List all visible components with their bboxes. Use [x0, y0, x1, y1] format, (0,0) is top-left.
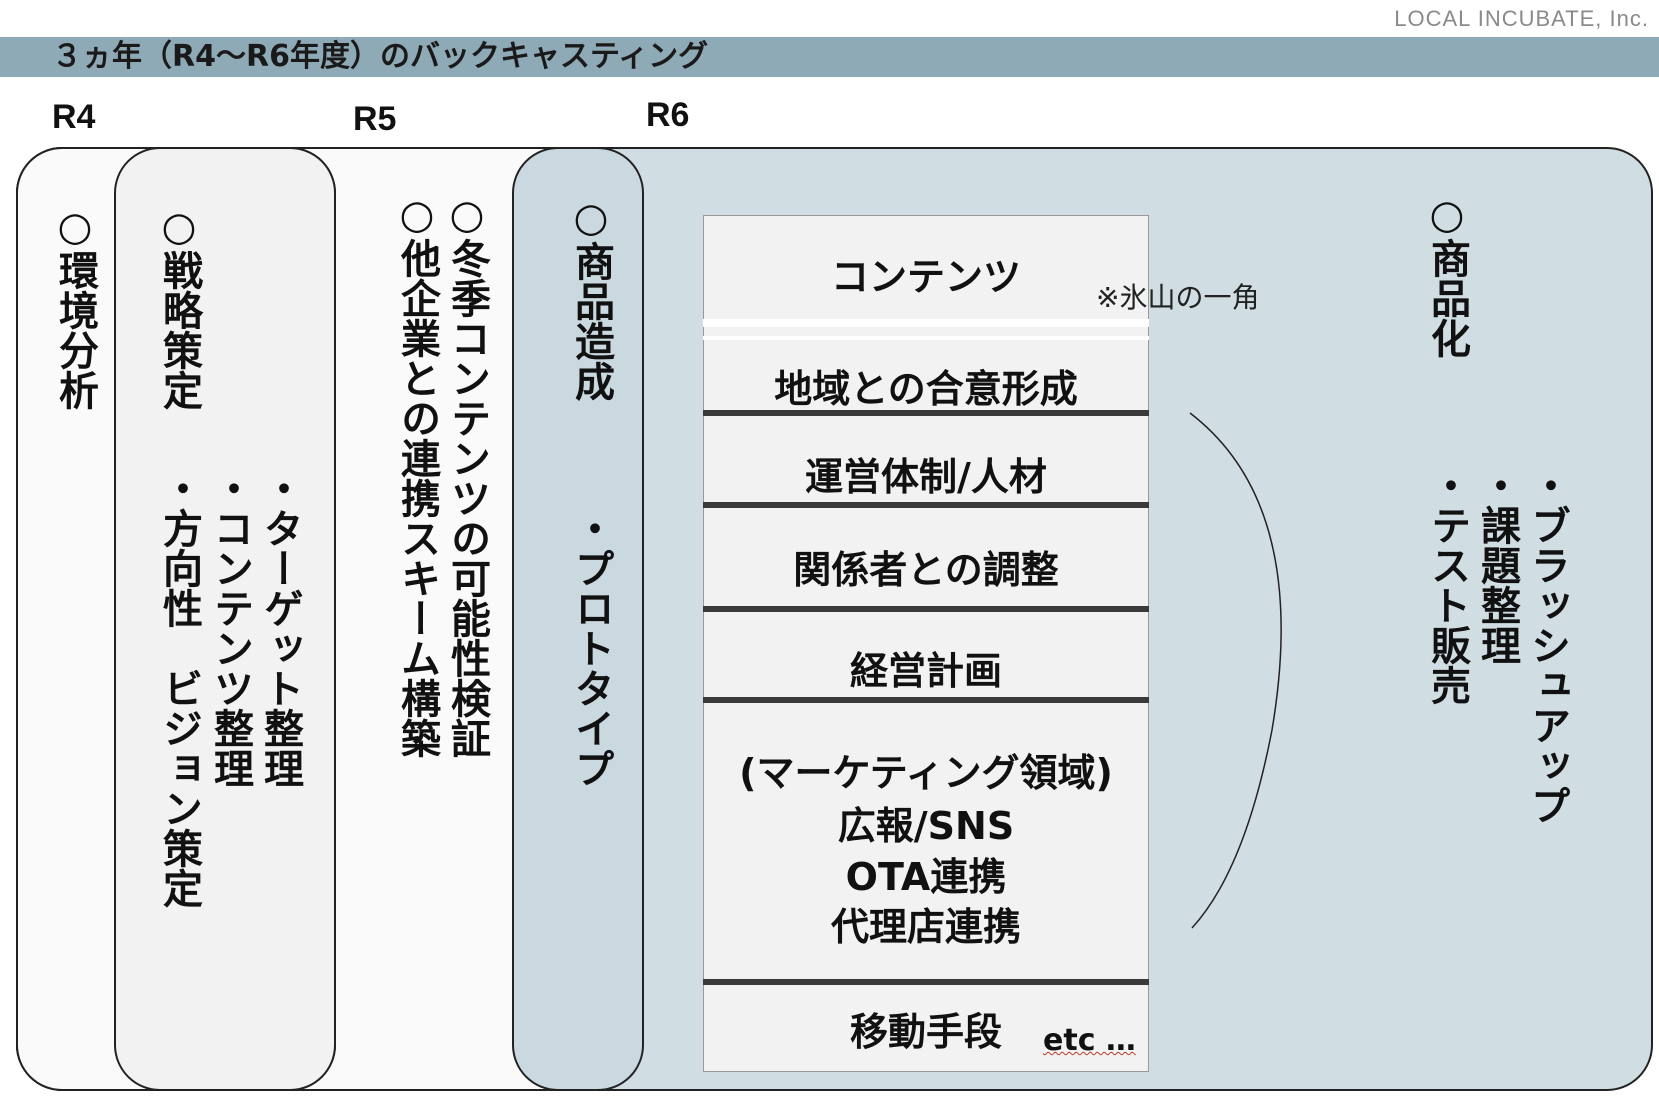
brand-logo: LOCAL INCUBATE, Inc. [1394, 6, 1649, 31]
stack-divider [703, 606, 1149, 612]
stack-item-marketing: (マーケティング領域) [739, 751, 1113, 795]
stack-gap-line [703, 336, 1149, 340]
content-org-text: ・コンテンツ整理 [207, 468, 253, 788]
commercialization-text: ○商品化 [1424, 192, 1470, 358]
stack-item-pr-sns: 広報/SNS [837, 804, 1015, 848]
target-text: ・ターゲット整理 [257, 468, 303, 788]
strategy-text: ○戦略策定 [156, 204, 202, 410]
product-creation-text: ○商品造成 [568, 195, 614, 401]
test-sale-text: ・テスト販売 [1424, 465, 1470, 705]
direction-vision-text: ・方向性 ビジョン策定 [156, 468, 202, 908]
stack-item-business-plan: 経営計画 [849, 649, 1002, 693]
brushup-text: ・ブラッシュアップ [1524, 465, 1570, 825]
env-analysis-text: ○環境分析 [52, 204, 98, 410]
partner-scheme-text: ○他企業との連携スキーム構築 [394, 192, 440, 758]
prototype-text: ・プロトタイプ [568, 508, 614, 788]
page-title: ３ヵ年（R4〜R6年度）のバックキャスティング [52, 39, 709, 74]
stack-item-transport: 移動手段 [849, 1010, 1002, 1054]
stack-item-consensus: 地域との合意形成 [774, 367, 1078, 411]
year-label-r4: R4 [52, 98, 96, 136]
issues-text: ・課題整理 [1474, 465, 1520, 665]
title-bar: ３ヵ年（R4〜R6年度）のバックキャスティング [0, 37, 1659, 77]
iceberg-stack [703, 215, 1149, 1072]
etc-label: etc … [1043, 1023, 1136, 1058]
year-label-r6: R6 [646, 96, 690, 134]
stack-item-operations: 運営体制/人材 [805, 455, 1047, 499]
strategy-box [114, 147, 336, 1091]
etc-text: etc … [1043, 1023, 1136, 1058]
stack-divider [703, 502, 1149, 508]
stack-divider [703, 979, 1149, 985]
stack-gap-line [703, 319, 1149, 327]
stack-item-agency: 代理店連携 [830, 905, 1021, 949]
stack-item-ota: OTA連携 [845, 855, 1007, 899]
product-creation-box [512, 147, 644, 1091]
stack-item-coordination: 関係者との調整 [793, 548, 1059, 592]
stack-item-contents: コンテンツ [830, 255, 1021, 299]
year-label-r5: R5 [353, 100, 397, 138]
stack-divider [703, 410, 1149, 416]
winter-content-text: ○冬季コンテンツの可能性検証 [444, 192, 490, 758]
iceberg-note: ※氷山の一角 [1096, 281, 1260, 314]
stack-divider [703, 697, 1149, 703]
